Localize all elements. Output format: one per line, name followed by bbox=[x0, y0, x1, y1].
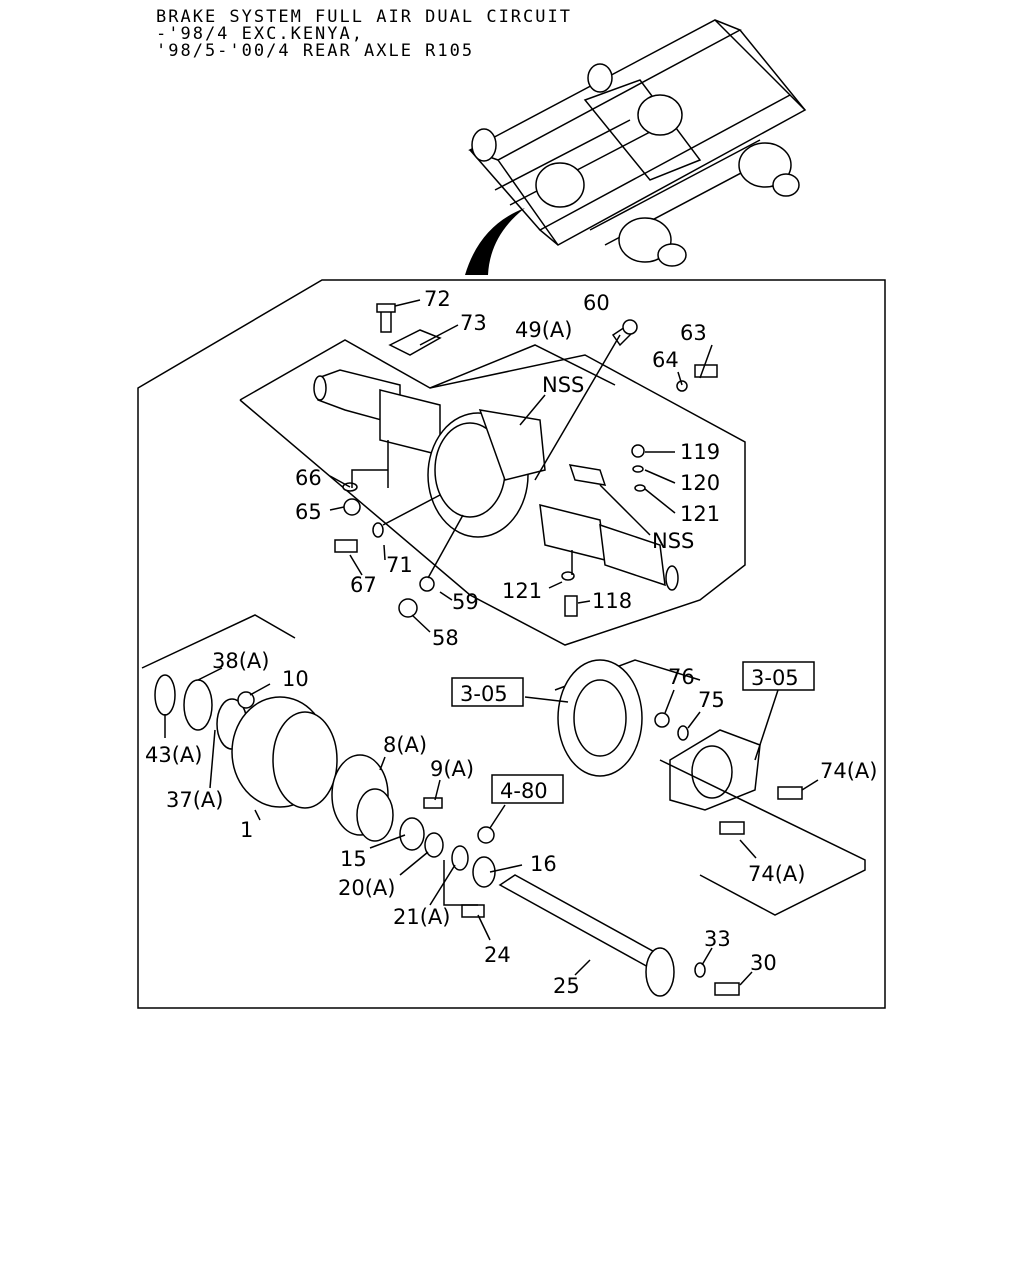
axle-shaft bbox=[498, 874, 740, 997]
callout-49[interactable]: 49(A) bbox=[515, 318, 572, 342]
callout-9[interactable]: 9(A) bbox=[430, 757, 474, 781]
callout-72[interactable]: 72 bbox=[424, 287, 451, 311]
callout-nss-2[interactable]: NSS bbox=[652, 529, 694, 553]
callout-59[interactable]: 59 bbox=[452, 590, 479, 614]
hub-parts bbox=[154, 674, 496, 918]
callout-63[interactable]: 63 bbox=[680, 321, 707, 345]
callout-nss-1[interactable]: NSS bbox=[542, 373, 584, 397]
callout-24[interactable]: 24 bbox=[484, 943, 511, 967]
callout-118[interactable]: 118 bbox=[592, 589, 632, 613]
axle-housing bbox=[313, 369, 679, 591]
callout-64[interactable]: 64 bbox=[652, 348, 679, 372]
housing-hardware bbox=[334, 303, 718, 618]
callout-74-right[interactable]: 74(A) bbox=[820, 759, 877, 783]
callout-21[interactable]: 21(A) bbox=[393, 905, 450, 929]
ref-box-3-05-left[interactable] bbox=[451, 677, 524, 707]
callout-65[interactable]: 65 bbox=[295, 500, 322, 524]
callout-119[interactable]: 119 bbox=[680, 440, 720, 464]
callout-30[interactable]: 30 bbox=[750, 951, 777, 975]
ref-label-3-05-left[interactable]: 3-05 bbox=[460, 682, 508, 706]
callout-38[interactable]: 38(A) bbox=[212, 649, 269, 673]
callout-58[interactable]: 58 bbox=[432, 626, 459, 650]
callout-1[interactable]: 1 bbox=[240, 818, 253, 842]
callout-73[interactable]: 73 bbox=[460, 311, 487, 335]
callout-33[interactable]: 33 bbox=[704, 927, 731, 951]
detail-frame bbox=[137, 279, 886, 1009]
axle-housing-group-outline bbox=[239, 339, 746, 646]
callout-15[interactable]: 15 bbox=[340, 847, 367, 871]
ref-box-4-80[interactable] bbox=[491, 774, 564, 804]
callout-121-right[interactable]: 121 bbox=[680, 502, 720, 526]
ref-box-3-05-right[interactable] bbox=[742, 661, 815, 691]
diagram-title-line-2: -'98/4 EXC.KENYA, bbox=[156, 24, 364, 44]
ref-label-4-80[interactable]: 4-80 bbox=[500, 779, 548, 803]
callout-67[interactable]: 67 bbox=[350, 573, 377, 597]
callout-8[interactable]: 8(A) bbox=[383, 733, 427, 757]
callout-76[interactable]: 76 bbox=[668, 665, 695, 689]
callout-43[interactable]: 43(A) bbox=[145, 743, 202, 767]
callout-120[interactable]: 120 bbox=[680, 471, 720, 495]
callout-37[interactable]: 37(A) bbox=[166, 788, 223, 812]
ref-label-3-05-right[interactable]: 3-05 bbox=[751, 666, 799, 690]
callout-75[interactable]: 75 bbox=[698, 688, 725, 712]
brake-parts bbox=[554, 659, 866, 916]
chassis-overview-illustration bbox=[465, 19, 807, 275]
callout-16[interactable]: 16 bbox=[530, 852, 557, 876]
diagram-title-line-1: BRAKE SYSTEM FULL AIR DUAL CIRCUIT bbox=[156, 7, 572, 27]
hub-group-outline bbox=[141, 614, 296, 669]
callout-66[interactable]: 66 bbox=[295, 466, 322, 490]
callout-20[interactable]: 20(A) bbox=[338, 876, 395, 900]
callout-25[interactable]: 25 bbox=[553, 974, 580, 998]
callout-121-bottom[interactable]: 121 bbox=[502, 579, 542, 603]
callout-74-bottom[interactable]: 74(A) bbox=[748, 862, 805, 886]
callout-10[interactable]: 10 bbox=[282, 667, 309, 691]
callout-71[interactable]: 71 bbox=[386, 553, 413, 577]
diagram-title-line-3: '98/5-'00/4 REAR AXLE R105 bbox=[156, 41, 475, 61]
callout-60[interactable]: 60 bbox=[583, 291, 610, 315]
leader-lines bbox=[164, 299, 819, 986]
callout-labels: 72 73 49(A) 60 63 64 NSS 119 120 121 NSS… bbox=[145, 287, 877, 998]
